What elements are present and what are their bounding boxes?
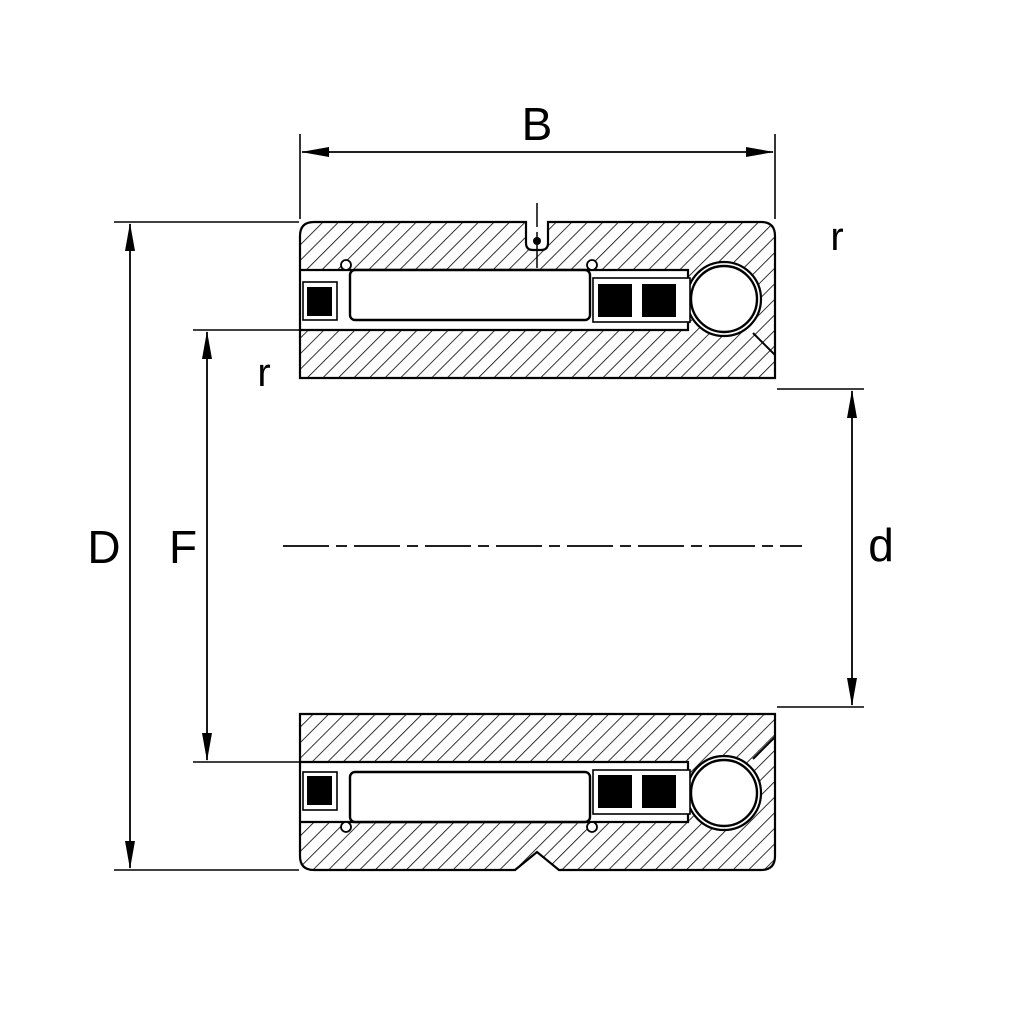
top-spacer-left: [598, 284, 632, 317]
bottom-ring-section: [298, 712, 777, 872]
arrowhead-top: [125, 223, 135, 251]
bottom-spacer-right: [642, 775, 676, 808]
bottom-ball: [689, 758, 759, 828]
top-needle-roller: [348, 268, 592, 322]
top-ring-split-line: [752, 332, 776, 356]
top-cage-pin-right: [586, 259, 598, 271]
lubrication-hole: [533, 237, 541, 245]
top-ball: [689, 264, 759, 334]
bottom-left-seal: [307, 776, 332, 805]
dim-label-d: d: [868, 519, 894, 571]
bottom-cage-pin-left: [340, 821, 352, 833]
top-left-seal: [307, 287, 332, 316]
arrowhead-bottom: [202, 733, 212, 761]
dim-label-B: B: [522, 98, 553, 150]
arrowhead-top: [847, 390, 857, 418]
top-cage-pin-left: [340, 259, 352, 271]
top-spacer-right: [642, 284, 676, 317]
bottom-ring-split-line: [752, 736, 776, 760]
bottom-cage-pin-right: [586, 821, 598, 833]
dim-label-F: F: [169, 521, 197, 573]
dimension-F: F: [169, 329, 299, 763]
radius-label-outer: r: [830, 215, 843, 259]
arrowhead-top: [202, 331, 212, 359]
dim-label-D: D: [87, 521, 120, 573]
arrowhead-bottom: [847, 678, 857, 706]
arrowhead-left: [301, 147, 329, 157]
arrowhead-right: [746, 147, 774, 157]
dimension-B: B: [299, 98, 776, 219]
dimension-D: D: [87, 221, 299, 871]
bottom-needle-roller: [348, 770, 592, 824]
bottom-spacer-left: [598, 775, 632, 808]
arrowhead-bottom: [125, 841, 135, 869]
radius-label-inner: r: [257, 351, 270, 395]
dimension-d: d: [777, 388, 894, 708]
